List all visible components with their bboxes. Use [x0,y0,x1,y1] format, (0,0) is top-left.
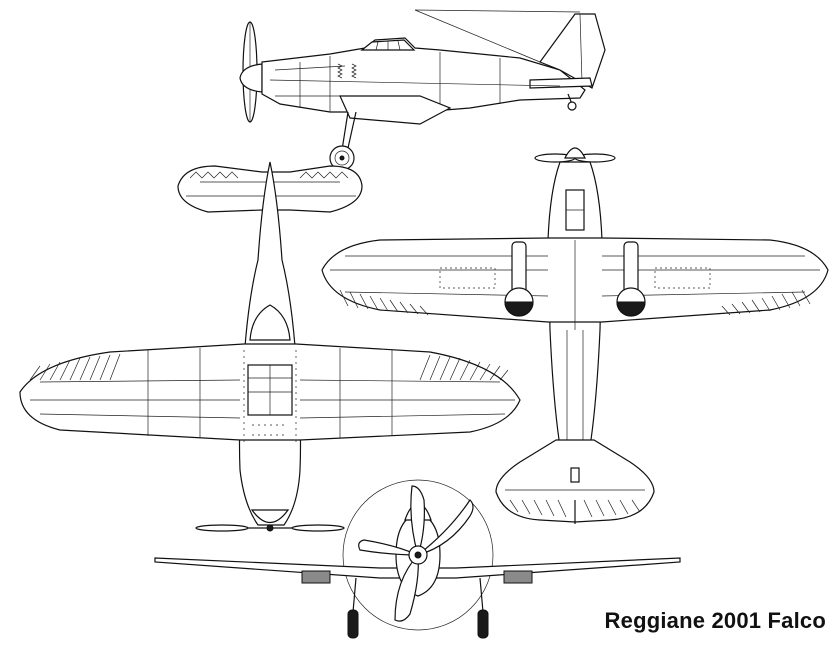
front-blade-bottom [394,553,419,622]
bottom-view [321,147,829,524]
side-view [239,9,606,171]
front-propeller-disc [342,479,494,631]
front-radiator-right [503,570,533,584]
front-radiator-left [301,570,331,584]
front-wheel-left [347,609,359,639]
front-wheel-right [477,609,489,639]
front-view [154,479,681,639]
front-blade-left [358,539,419,556]
aircraft-title: Reggiane 2001 Falco [604,608,826,633]
side-wing-root [339,95,452,125]
front-blade-top [410,485,425,558]
side-fin [539,13,606,89]
side-tail-wheel [567,101,577,111]
front-blade-right [417,499,474,556]
top-canopy-front [249,304,291,341]
top-view [19,161,521,532]
